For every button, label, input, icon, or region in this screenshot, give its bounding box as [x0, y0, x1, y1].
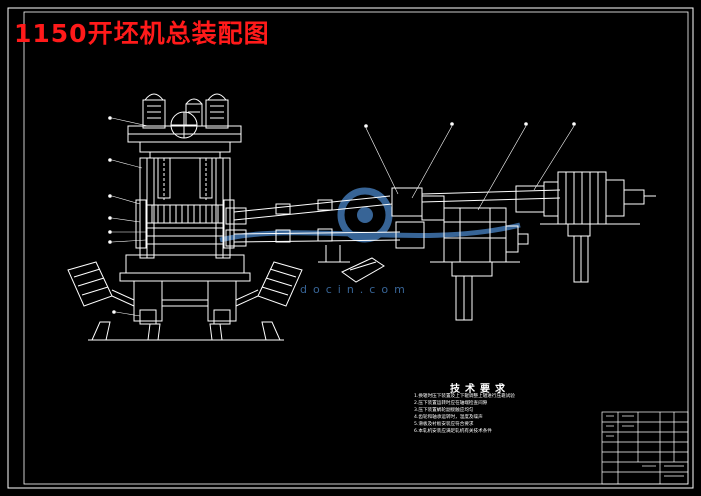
- drive-spindles: [225, 195, 401, 283]
- mill-stand: [67, 93, 303, 341]
- drawing-title: 1150开坯机总装配图: [14, 19, 270, 48]
- technical-requirements-heading: 技术要求: [450, 384, 510, 395]
- technical-requirements-list: 1.换辊时压下装置及上下辊调整上辊进行压靠试验 2.压下装置运转时应在轴端检查间…: [414, 393, 600, 436]
- requirement-item: 5.滑板及衬板安装应符合要求: [414, 422, 474, 428]
- title-block: [601, 411, 689, 485]
- inner-frame: [23, 11, 689, 485]
- right-side-motor: [235, 261, 303, 307]
- gear-box: [391, 187, 561, 321]
- requirement-item: 6.本轧机安装应满足轧机有关技术条件: [414, 429, 492, 435]
- watermark-logo: [219, 187, 521, 243]
- leader-lines-right: [364, 122, 576, 211]
- outer-frame: [7, 7, 694, 489]
- top-motor-right: [205, 93, 229, 129]
- requirement-item: 3.压下装置蜗轮副接触应均匀: [414, 408, 474, 414]
- top-motor-left: [142, 93, 166, 129]
- requirement-item: 1.换辊时压下装置及上下辊调整上辊进行压靠试验: [414, 394, 515, 399]
- watermark-text: docin.com: [300, 283, 411, 296]
- requirement-item: 4.齿轮和轴承运转时，温度及噪声: [414, 415, 483, 421]
- leader-lines-left: [108, 116, 149, 317]
- requirement-item: 2.压下装置运转时应在轴端检查间隙: [414, 401, 488, 407]
- main-motor: [515, 171, 656, 283]
- left-side-motor: [67, 261, 135, 307]
